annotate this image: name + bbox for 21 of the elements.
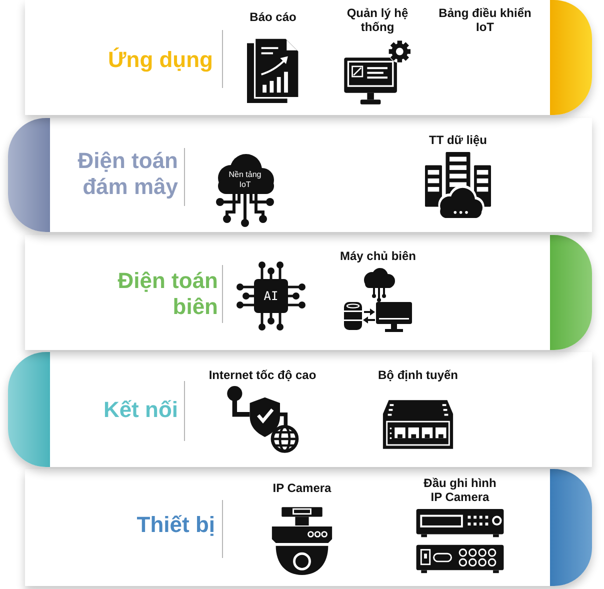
item-label: Internet tốc độ cao [208,368,318,382]
layer-band [25,0,592,115]
layer-title: Điện toán biên [116,268,218,320]
layer-band [25,235,592,350]
item-label: TT dữ liệu [428,133,488,147]
layer-title: Thiết bị [136,512,215,538]
layer-band [8,118,592,232]
layer-band [25,469,592,586]
layer-title: Ứng dụng [107,47,213,73]
layer-title: Kết nối [102,397,178,423]
item-label: Báo cáo [248,10,298,24]
item-label: Bảng điều khiển IoT [438,6,532,34]
icon-caption: Nền tảng IoT [228,170,262,190]
item-label: IP Camera [272,481,332,495]
layer-title: Điện toán đám mây [76,148,178,200]
layer-band [8,352,592,467]
icon-caption: AI [262,289,280,303]
item-label: Máy chủ biên [338,249,417,263]
item-label: Bộ định tuyến [377,368,459,382]
item-label: Quản lý hệ thống [346,6,408,34]
item-label: Đầu ghi hình IP Camera [422,476,498,504]
